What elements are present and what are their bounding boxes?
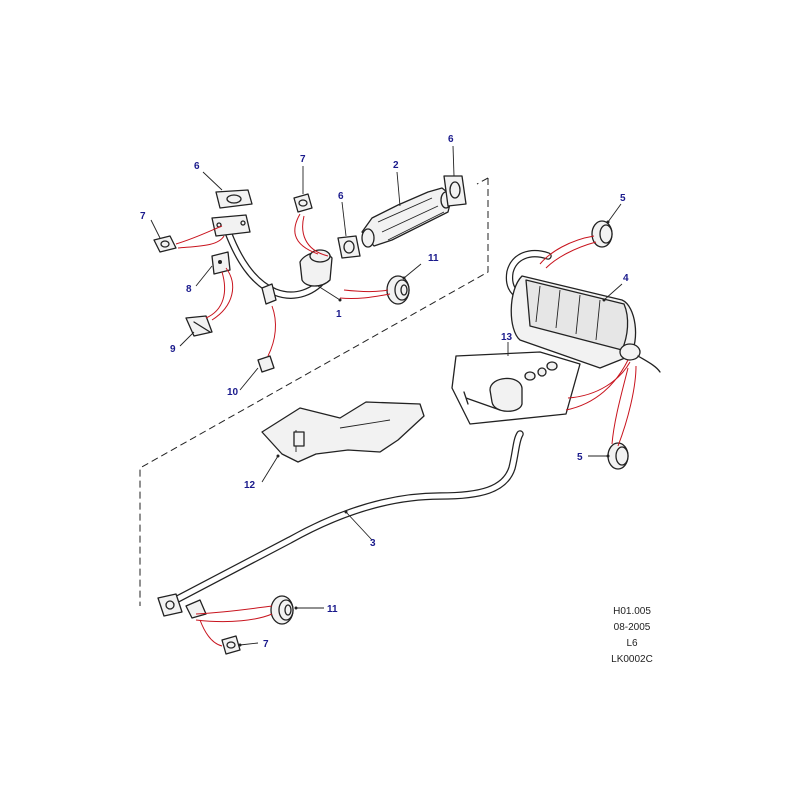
callout-11-upper: 11 bbox=[428, 253, 439, 264]
callout-13: 13 bbox=[501, 332, 513, 343]
callout-numbers: 1 2 3 4 5 5 6 6 6 7 7 7 8 9 10 11 11 12 … bbox=[140, 134, 629, 650]
callout-10: 10 bbox=[227, 387, 239, 398]
callout-2: 2 bbox=[393, 160, 399, 171]
front-pipe bbox=[211, 214, 341, 305]
callout-7-middle: 7 bbox=[300, 154, 306, 165]
drawing-number: H01.005 bbox=[613, 606, 651, 617]
model-code: L6 bbox=[626, 638, 638, 649]
illustration-code: LK0002C bbox=[611, 654, 653, 665]
callout-6-middle: 6 bbox=[338, 191, 344, 202]
drawing-date: 08-2005 bbox=[613, 622, 651, 633]
callout-7-lower: 7 bbox=[263, 639, 269, 650]
bolt-10 bbox=[257, 355, 275, 373]
callout-4: 4 bbox=[623, 273, 629, 284]
bolt bbox=[185, 315, 213, 337]
callout-6-right: 6 bbox=[448, 134, 454, 145]
red-leaders bbox=[175, 213, 637, 647]
callout-leaders bbox=[150, 145, 623, 647]
nut-lower bbox=[221, 635, 241, 655]
callout-5-lower: 5 bbox=[577, 452, 583, 463]
callout-1: 1 bbox=[336, 309, 342, 320]
callout-12: 12 bbox=[244, 480, 256, 491]
nut-upper-left bbox=[153, 235, 177, 253]
nut-upper-middle bbox=[293, 193, 313, 213]
heat-shield bbox=[261, 401, 425, 463]
mounting-rubber-upper bbox=[386, 275, 410, 305]
callout-5-upper: 5 bbox=[620, 193, 626, 204]
clamp-kit bbox=[451, 342, 581, 425]
intermediate-pipe bbox=[157, 430, 524, 619]
group-boundary bbox=[139, 177, 489, 606]
callout-8: 8 bbox=[186, 284, 192, 295]
mounting-rubber-lower bbox=[270, 595, 294, 625]
callout-3: 3 bbox=[370, 538, 376, 549]
silencer-rubber-lower bbox=[607, 442, 629, 470]
callout-6-left: 6 bbox=[194, 161, 200, 172]
reference-block: H01.005 08-2005 L6 LK0002C bbox=[592, 604, 672, 668]
silencer-rubber-upper bbox=[591, 220, 613, 248]
callout-9: 9 bbox=[170, 344, 176, 355]
callout-7-left: 7 bbox=[140, 211, 146, 222]
callout-11-lower: 11 bbox=[327, 604, 338, 615]
catalytic-converter bbox=[361, 187, 453, 248]
